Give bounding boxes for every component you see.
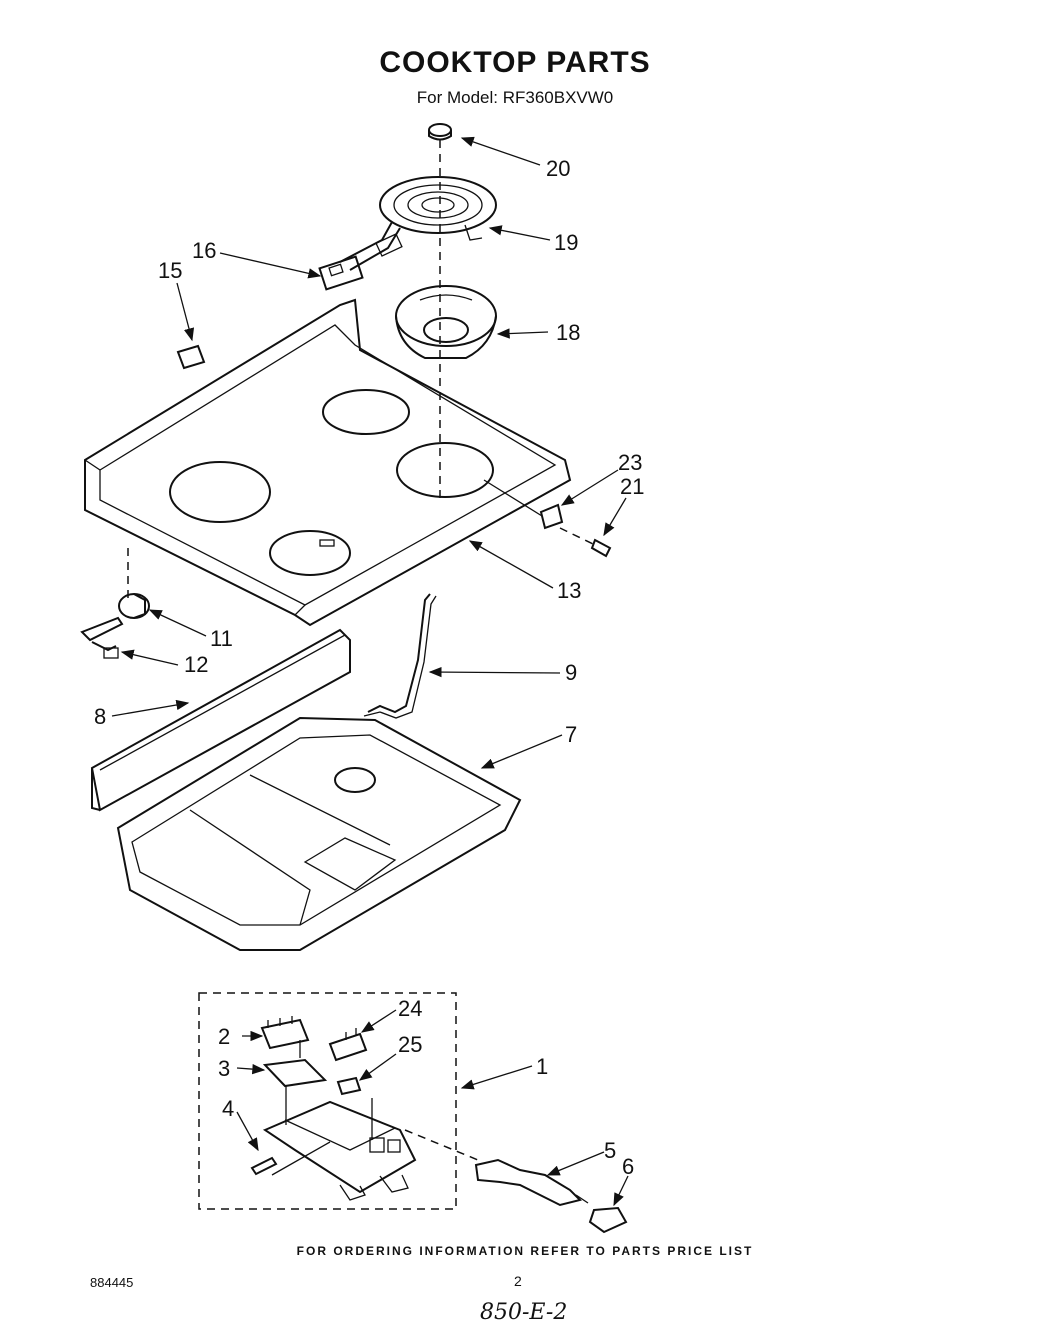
callout-20: 20: [546, 156, 570, 181]
callout-3: 3: [218, 1056, 230, 1081]
callout-23: 23: [618, 450, 642, 475]
callout-15: 15: [158, 258, 182, 283]
part-7-drip-tray: [116, 716, 522, 951]
part-3-insulator: [262, 1058, 328, 1088]
part-8-front-trim: [90, 628, 351, 812]
part-15-clip: [176, 344, 206, 370]
callout-13: 13: [557, 578, 581, 603]
part-11-infinite-switch: [118, 593, 150, 619]
callout-11: 11: [210, 626, 233, 651]
part-1-assembly-box: [198, 992, 457, 1210]
callout-24: 24: [398, 996, 422, 1021]
callout-16: 16: [192, 238, 216, 263]
callout-8: 8: [94, 704, 106, 729]
part-23-bracket: [539, 503, 564, 530]
part-5-wire-harness: [474, 1158, 589, 1207]
part-21-screw: [590, 538, 612, 558]
page-number: 2: [514, 1273, 522, 1289]
handwritten-note: 850-E-2: [480, 1300, 568, 1325]
callout-25: 25: [398, 1032, 422, 1057]
part-19-surface-element: [339, 176, 497, 271]
callout-18: 18: [556, 320, 580, 345]
callout-1: 1: [536, 1054, 548, 1079]
callout-12: 12: [184, 652, 208, 677]
document-number: 884445: [90, 1275, 134, 1290]
callout-7: 7: [565, 722, 577, 747]
callout-2: 2: [218, 1024, 230, 1049]
callout-6: 6: [622, 1154, 634, 1179]
callout-4: 4: [222, 1096, 234, 1121]
part-25-insulator: [336, 1076, 362, 1096]
part-24-switch: [328, 1028, 368, 1062]
part-18-drip-bowl: [395, 285, 497, 359]
page-title: COOKTOP PARTS: [379, 46, 651, 79]
part-20-cap: [428, 123, 452, 141]
callout-5: 5: [604, 1138, 616, 1163]
part-12-bracket: [80, 616, 124, 659]
ordering-note: FOR ORDERING INFORMATION REFER TO PARTS …: [296, 1244, 754, 1258]
part-6-connector: [588, 1206, 628, 1234]
part-9-rod: [363, 593, 437, 719]
callout-9: 9: [565, 660, 577, 685]
model-subtitle: For Model: RF360BXVW0: [416, 88, 614, 107]
switch-bracket: [262, 1100, 417, 1201]
part-4-clip: [250, 1156, 278, 1176]
leader-lines: [111, 136, 629, 1207]
part-16-terminal-block: [318, 255, 364, 291]
part-13-cooktop: [84, 298, 572, 627]
callout-21: 21: [620, 474, 644, 499]
callout-19: 19: [554, 230, 578, 255]
part-2-switch: [260, 1016, 310, 1058]
